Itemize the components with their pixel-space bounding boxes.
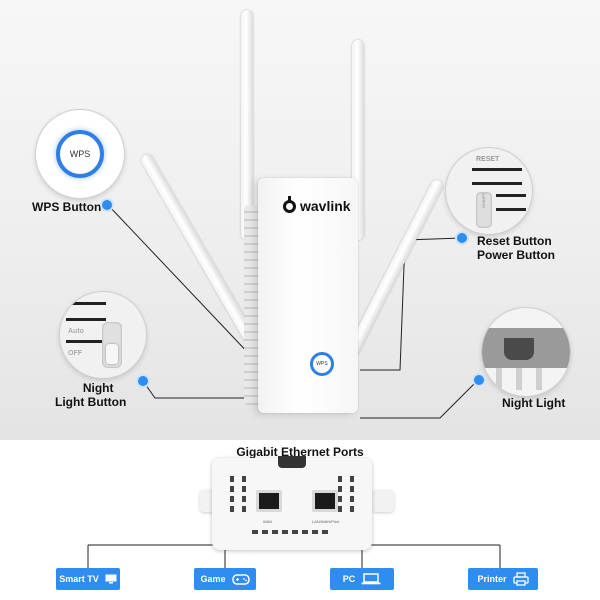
brand-name: wavlink xyxy=(300,198,351,214)
device-ear-right xyxy=(372,490,394,512)
gamepad-icon xyxy=(231,573,250,585)
brand-logo: wavlink xyxy=(283,195,351,214)
printer-label: Printer xyxy=(477,574,507,584)
night-light-button-pointer-dot xyxy=(138,376,148,386)
power-button-text: Power Button xyxy=(477,248,555,262)
pc-chip: PC xyxy=(330,568,394,590)
reset-power-label: Reset Button Power Button xyxy=(477,234,555,262)
lan-port-label: LAN/WAN/Print xyxy=(312,519,340,524)
lan-wan-print-port xyxy=(312,490,338,512)
reset-zoom-switch-text: ON/OFF xyxy=(481,192,487,209)
router-body xyxy=(258,178,358,413)
reset-button-text: Reset Button xyxy=(477,234,552,248)
game-label: Game xyxy=(200,574,226,584)
tv-icon xyxy=(105,574,117,584)
smart-tv-chip: Smart TV xyxy=(56,568,120,590)
reset-zoom-circle: RESET ON/OFF xyxy=(446,148,532,234)
printer-chip: Printer xyxy=(468,568,538,590)
auto-text: Auto xyxy=(68,328,84,335)
printer-icon xyxy=(512,572,529,586)
laptop-icon xyxy=(361,573,381,585)
antenna-back-left xyxy=(241,10,253,240)
wps-button-text: WPS Button xyxy=(32,200,102,214)
night-light-zoom-circle xyxy=(482,308,570,396)
night-light-text: Night Light xyxy=(502,396,566,410)
wan-port xyxy=(256,490,282,512)
reset-zoom-text: RESET xyxy=(476,156,500,163)
night-light-button-label: Night Light Button xyxy=(55,381,126,409)
router-bottom-view xyxy=(212,456,372,550)
wan-port-label: WAN xyxy=(263,519,273,524)
wps-zoom-label: WPS xyxy=(69,149,91,159)
wps-button-label: WPS Button xyxy=(32,200,101,214)
off-text: OFF xyxy=(68,350,82,357)
smart-tv-label: Smart TV xyxy=(59,574,99,584)
router-side-vents xyxy=(244,205,262,405)
router-wps-label: WPS xyxy=(316,361,328,367)
wps-pointer-dot xyxy=(102,200,112,210)
night-light-button-line1: Night xyxy=(82,381,114,395)
reset-pointer-dot xyxy=(457,233,467,243)
wps-zoom-circle: WPS xyxy=(36,110,124,198)
router-wps-button: WPS xyxy=(310,352,334,376)
night-light-label: Night Light xyxy=(502,396,565,410)
ethernet-ports-title: Gigabit Ethernet Ports xyxy=(236,445,364,459)
night-light-pointer-dot xyxy=(474,375,484,385)
game-chip: Game xyxy=(194,568,256,590)
night-light-button-line2: Light Button xyxy=(55,395,127,409)
pc-label: PC xyxy=(342,574,356,584)
wavlink-logo-icon xyxy=(283,195,296,213)
night-light-button-zoom-circle: Auto OFF xyxy=(60,292,146,378)
